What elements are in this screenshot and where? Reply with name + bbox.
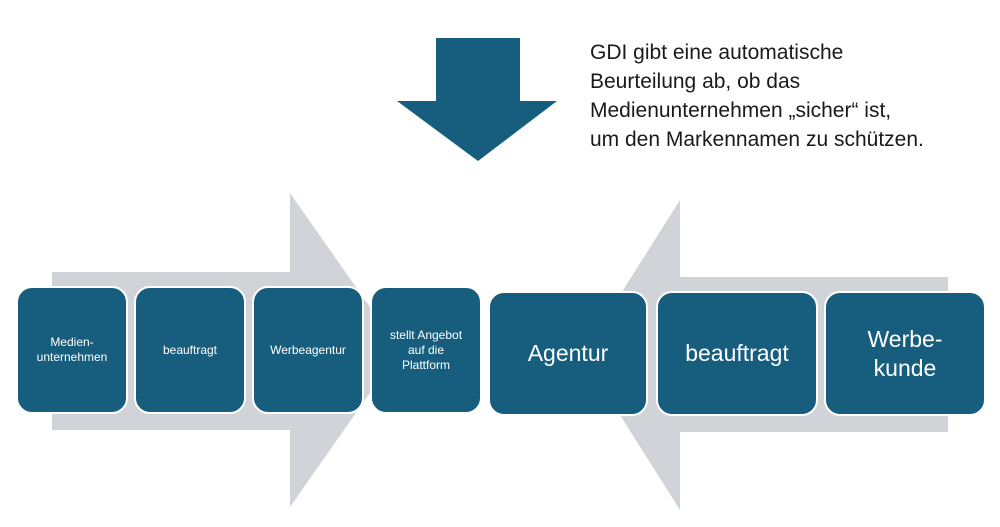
step-label: Medien- unternehmen [36,335,108,364]
step-agentur: Agentur [488,291,648,416]
gdi-annotation: GDI gibt eine automatische Beurteilung a… [590,38,990,154]
annotation-line: um den Markennamen zu schützen. [590,128,924,151]
step-beauftragt-right: beauftragt [656,291,818,416]
step-label: beauftragt [685,340,789,366]
step-label: Werbe- kunde [867,325,943,381]
down-arrow-icon [397,38,557,161]
step-label: beauftragt [162,342,218,357]
step-werbeagentur: Werbeagentur [252,286,364,414]
step-label: stellt Angebot auf die Plattform [389,327,463,372]
annotation-line: Beurteilung ab, ob das [590,70,801,93]
step-beauftragt-left: beauftragt [134,286,246,414]
step-stellt-angebot: stellt Angebot auf die Plattform [370,286,482,414]
annotation-line: Medienunternehmen „sicher“ ist, [590,99,892,122]
step-medienunternehmen: Medien- unternehmen [16,286,128,414]
step-label: Werbeagentur [270,342,346,357]
step-werbekunde: Werbe- kunde [824,291,986,416]
annotation-line: GDI gibt eine automatische [590,41,844,64]
step-label: Agentur [527,340,609,366]
